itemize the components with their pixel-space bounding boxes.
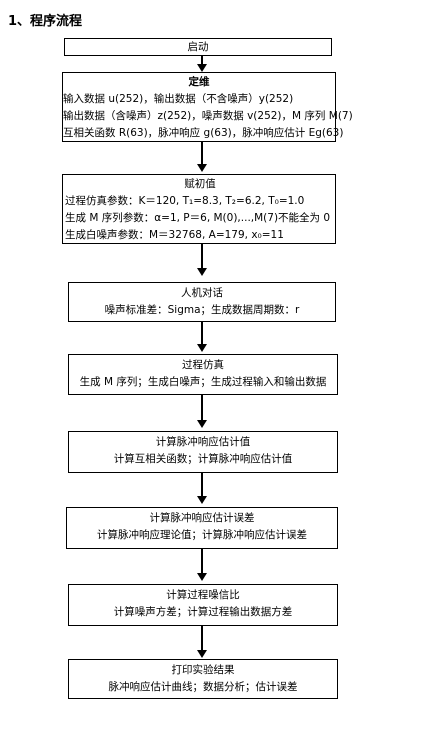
define-line-1: 输入数据 u(252)，输出数据（不含噪声）y(252) (63, 93, 294, 105)
estimate-line: 计算互相关函数；计算脉冲响应估计值 (113, 453, 293, 465)
snr-box: 计算过程噪信比 计算噪声方差；计算过程输出数据方差 (68, 584, 338, 626)
simulate-line: 生成 M 序列；生成白噪声；生成过程输入和输出数据 (79, 376, 327, 388)
init-title: 赋初值 (184, 178, 216, 190)
error-box: 计算脉冲响应估计误差 计算脉冲响应理论值；计算脉冲响应估计误差 (66, 507, 338, 549)
start-label: 启动 (187, 41, 209, 53)
snr-line: 计算噪声方差；计算过程输出数据方差 (113, 606, 293, 618)
init-box: 赋初值 过程仿真参数：K＝120, T₁=8.3, T₂=6.2, T₀=1.0… (62, 174, 336, 244)
dialog-title: 人机对话 (181, 287, 223, 299)
error-title: 计算脉冲响应估计误差 (149, 512, 255, 524)
section-heading: 1、程序流程 (8, 14, 83, 29)
start-box: 启动 (64, 38, 332, 56)
init-line-2: 生成 M 序列参数：α=1, P＝6, M(0),...,M(7)不能全为 0 (65, 212, 331, 224)
snr-title: 计算过程噪信比 (166, 589, 240, 601)
dialog-box: 人机对话 噪声标准差：Sigma；生成数据周期数：r (68, 282, 336, 322)
define-title: 定维 (188, 76, 210, 88)
estimate-box: 计算脉冲响应估计值 计算互相关函数；计算脉冲响应估计值 (68, 431, 338, 473)
define-line-2: 输出数据（含噪声）z(252)，噪声数据 v(252)，M 序列 M(7) (63, 110, 353, 122)
init-line-1: 过程仿真参数：K＝120, T₁=8.3, T₂=6.2, T₀=1.0 (65, 195, 305, 207)
print-box: 打印实验结果 脉冲响应估计曲线；数据分析；估计误差 (68, 659, 338, 699)
estimate-title: 计算脉冲响应估计值 (155, 436, 251, 448)
print-title: 打印实验结果 (171, 664, 235, 676)
error-line: 计算脉冲响应理论值；计算脉冲响应估计误差 (97, 529, 307, 541)
init-line-3: 生成白噪声参数：M＝32768, A=179, x₀=11 (65, 229, 284, 241)
dialog-line: 噪声标准差：Sigma；生成数据周期数：r (104, 304, 300, 316)
simulate-title: 过程仿真 (182, 359, 224, 371)
define-box: 定维 输入数据 u(252)，输出数据（不含噪声）y(252) 输出数据（含噪声… (62, 72, 353, 142)
define-line-3: 互相关函数 R(63)，脉冲响应 g(63)，脉冲响应估计 Eg(63) (63, 127, 344, 139)
print-line: 脉冲响应估计曲线；数据分析；估计误差 (108, 681, 298, 693)
simulate-box: 过程仿真 生成 M 序列；生成白噪声；生成过程输入和输出数据 (68, 354, 338, 395)
